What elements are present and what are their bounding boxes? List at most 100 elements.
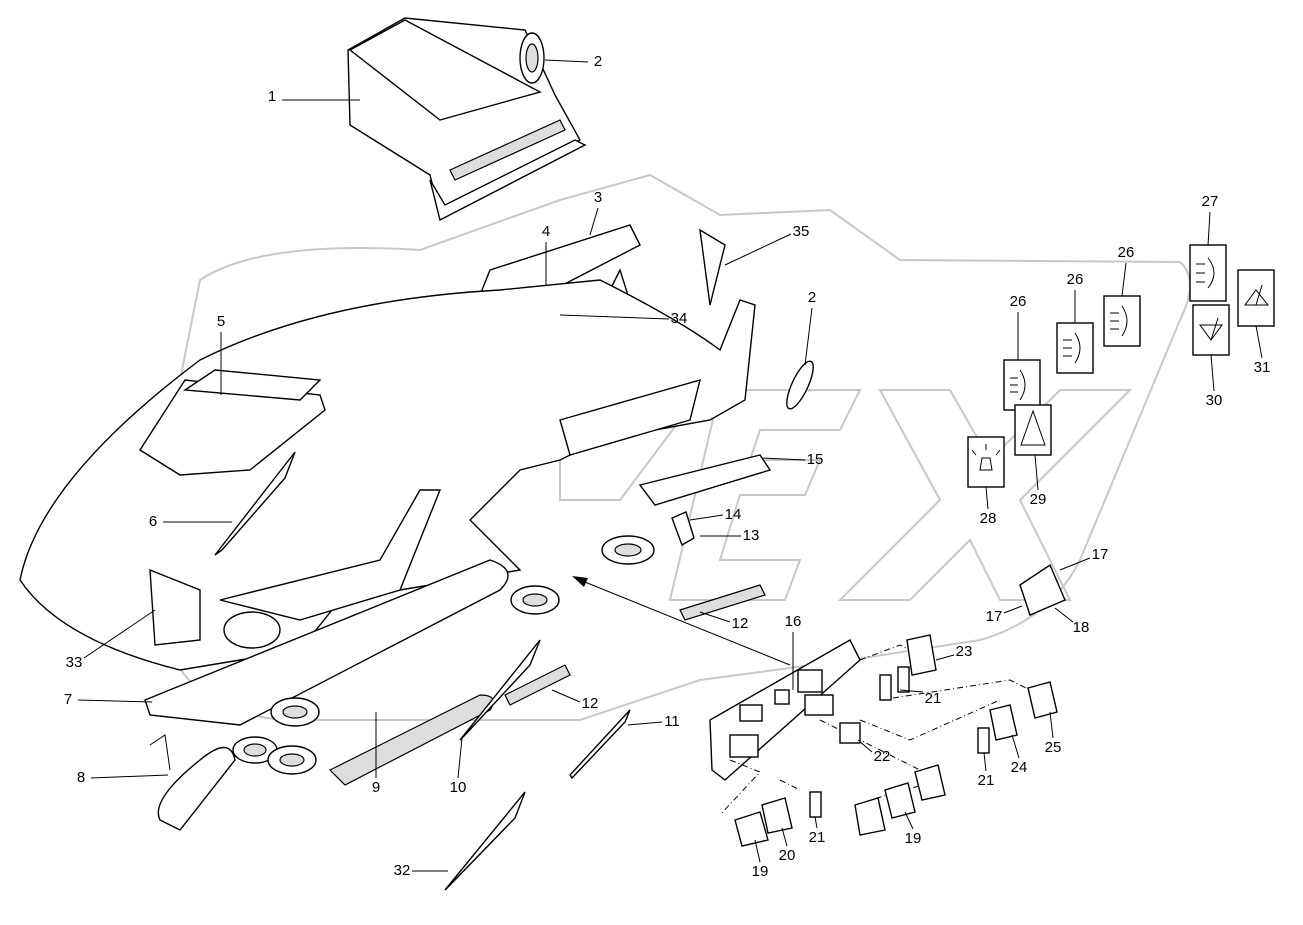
leader-line-35 [724, 233, 792, 266]
callout-label-21: 21 [925, 690, 942, 707]
part-dash-lower [219, 489, 442, 621]
decal-headlight-4 [1189, 244, 1227, 302]
parts [19, 17, 1275, 891]
part-rings [232, 535, 655, 775]
callout-label-7: 7 [64, 691, 72, 708]
callout-label-26: 26 [1118, 244, 1135, 261]
leader-line-14 [689, 514, 724, 521]
callout-label-30: 30 [1206, 392, 1223, 409]
callout-label-31: 31 [1254, 359, 1271, 376]
callout-label-17: 17 [986, 608, 1003, 625]
part-strip [214, 451, 296, 556]
callout-label-28: 28 [980, 510, 997, 527]
callout-label-10: 10 [450, 779, 467, 796]
beacon-icon [971, 444, 1001, 471]
decal-headlight-3 [1103, 295, 1141, 347]
leader-line-10 [457, 737, 463, 779]
part-grommet-hole [525, 43, 539, 73]
callout-label-3: 3 [594, 189, 602, 206]
leader-line-25 [1049, 711, 1054, 739]
leader-line-22 [857, 739, 873, 753]
callout-label-33: 33 [66, 654, 83, 671]
leader-line-21 [899, 689, 924, 693]
rocker-switches [734, 634, 1058, 847]
callout-label-34: 34 [671, 310, 688, 327]
part-dash-panel [559, 378, 701, 456]
part-switch-panel [709, 639, 861, 781]
leader-line-11 [627, 721, 663, 726]
callout-label-22: 22 [874, 748, 891, 765]
callout-label-26: 26 [1067, 271, 1084, 288]
part-vent [182, 369, 322, 401]
callout-label-19: 19 [752, 863, 769, 880]
wiper-icon [1199, 317, 1223, 341]
leader-line-33 [83, 609, 156, 659]
leader-line-21 [983, 752, 987, 772]
decal-headlight-1 [1003, 359, 1041, 411]
callout-label-32: 32 [394, 862, 411, 879]
callout-label-4: 4 [542, 223, 550, 240]
part-grommet-right [786, 360, 814, 410]
leader-line-15 [761, 457, 806, 461]
leader-line-19 [904, 811, 914, 830]
headlight-icon [1110, 305, 1128, 337]
callout-label-12: 12 [582, 695, 599, 712]
leader-line-7 [77, 699, 153, 703]
leader-line-27 [1207, 211, 1211, 246]
callout-label-18: 18 [1073, 619, 1090, 636]
callout-label-2: 2 [594, 53, 602, 70]
callout-label-17: 17 [1092, 546, 1109, 563]
hazard-triangle-icon [1020, 409, 1046, 446]
leader-line-8 [90, 774, 169, 779]
callout-label-5: 5 [217, 313, 225, 330]
part-cover-panel [638, 454, 772, 506]
callout-label-9: 9 [372, 779, 380, 796]
callout-label-13: 13 [743, 527, 760, 544]
part-shelf [144, 559, 509, 726]
part-speaker-hole [223, 611, 281, 649]
callout-label-8: 8 [77, 769, 85, 786]
callout-label-35: 35 [793, 223, 810, 240]
wiper-icon [1244, 284, 1270, 306]
arrow-head-icon [572, 576, 588, 587]
leader-line-20 [781, 827, 788, 847]
leader-line-19 [754, 839, 761, 863]
decal-hazard [1014, 404, 1052, 456]
headlight-icon [1010, 369, 1026, 401]
callout-label-25: 25 [1045, 739, 1062, 756]
part-trim-strip-lower [444, 791, 526, 891]
part-trim-strip-short [569, 709, 631, 780]
part-dash-vent [139, 379, 326, 476]
leader-line-29 [1034, 454, 1039, 491]
leader-line-12 [699, 611, 731, 623]
leader-line-34 [559, 314, 670, 320]
leader-line-18 [1054, 607, 1074, 623]
leader-line-24 [1011, 734, 1020, 759]
part-connector [671, 511, 695, 547]
callout-label-23: 23 [956, 643, 973, 660]
part-side-bracket [149, 568, 201, 646]
part-trim-strip [459, 639, 541, 741]
callout-label-29: 29 [1030, 491, 1047, 508]
leader-line-28 [985, 486, 989, 510]
callout-leaders [77, 59, 1263, 872]
callout-label-20: 20 [779, 847, 796, 864]
part-small-vent-2 [504, 664, 571, 706]
headlight-icon [1196, 257, 1215, 289]
callout-label-6: 6 [149, 513, 157, 530]
callout-label-1: 1 [268, 88, 276, 105]
callout-label-24: 24 [1011, 759, 1028, 776]
part-mirror-arm [149, 734, 171, 771]
symbol-decals [967, 244, 1275, 488]
part-mat [328, 694, 494, 786]
decal-wiper-rear [1237, 269, 1275, 327]
leader-line-17 [1003, 605, 1023, 614]
leader-line-31 [1255, 325, 1263, 359]
callout-label-27: 27 [1202, 193, 1219, 210]
part-mirror [157, 746, 236, 831]
leader-line-21 [814, 816, 818, 829]
leader-line-2 [804, 307, 813, 366]
